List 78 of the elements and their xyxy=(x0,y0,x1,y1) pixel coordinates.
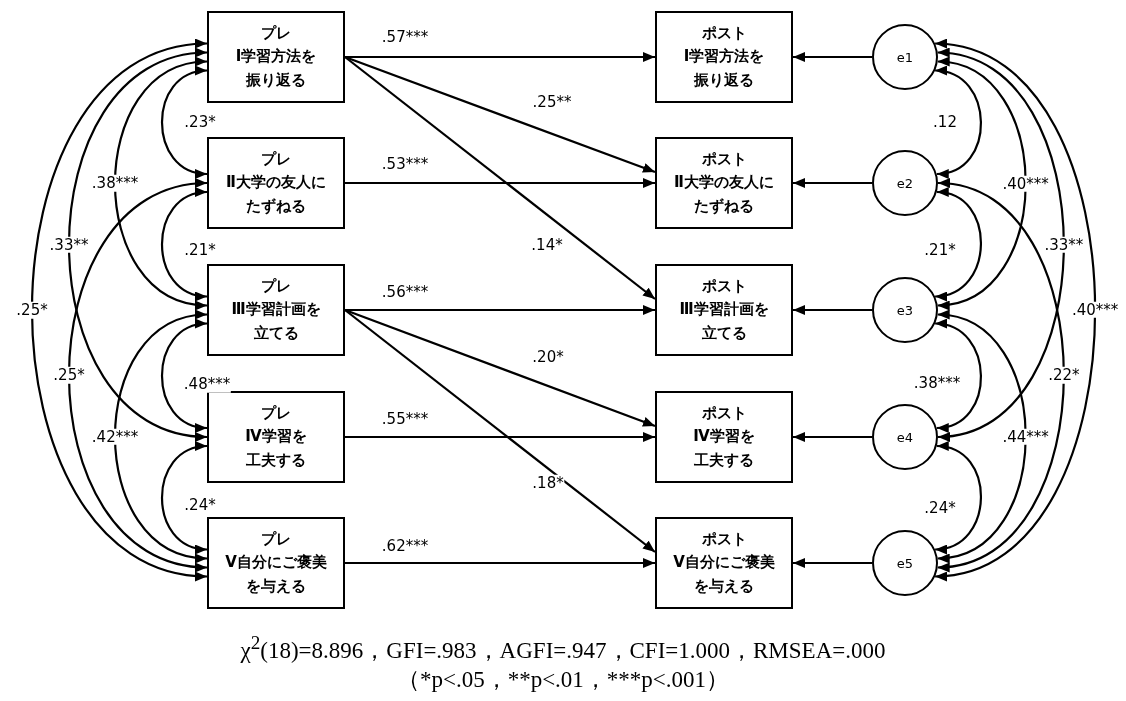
covariance-arrow xyxy=(114,58,208,309)
box-heading: ポスト xyxy=(701,403,747,425)
coefficient-label: .25* xyxy=(15,301,49,319)
box-heading: プレ xyxy=(261,529,291,551)
box-label: Ⅳ学習を工夫する xyxy=(692,426,756,471)
box-heading: プレ xyxy=(261,23,291,45)
path-arrow xyxy=(345,52,655,62)
variable-box xyxy=(655,11,793,103)
box-heading: ポスト xyxy=(701,529,747,551)
covariance-arrow xyxy=(31,40,208,580)
box-heading: ポスト xyxy=(701,149,747,171)
covariance-arrow xyxy=(934,442,982,553)
box-label: Ⅰ学習方法を振り返る xyxy=(682,46,766,91)
box-label: Ⅳ学習を工夫する xyxy=(244,426,308,471)
coefficient-label: .40*** xyxy=(1001,175,1050,192)
covariance-arrow xyxy=(934,41,1096,579)
variable-box xyxy=(655,517,793,609)
coefficient-label: .25* xyxy=(52,367,86,384)
box-label: Ⅱ大学の友人にたずねる xyxy=(225,172,327,217)
coefficient-label: .44*** xyxy=(1001,428,1050,445)
circle-label: e1 xyxy=(896,49,914,65)
covariance-arrow xyxy=(937,311,1027,562)
circle-label: e2 xyxy=(896,175,914,191)
coefficient-label: .22* xyxy=(1047,367,1081,384)
coefficient-label: .33** xyxy=(48,236,90,253)
variable-box xyxy=(207,137,345,229)
variable-box xyxy=(655,391,793,483)
covariance-arrow xyxy=(114,311,208,562)
covariance-arrow xyxy=(934,67,982,178)
covariance-arrow xyxy=(160,188,208,300)
coefficient-label: .48*** xyxy=(182,375,232,393)
variable-box xyxy=(655,264,793,356)
path-arrow xyxy=(344,309,656,553)
covariance-arrow xyxy=(160,442,208,553)
box-heading: ポスト xyxy=(701,276,747,298)
box-heading: プレ xyxy=(261,276,291,298)
variable-box xyxy=(655,137,793,229)
circle-label: e5 xyxy=(896,555,914,571)
covariance-arrow xyxy=(937,58,1027,309)
circle-label: e3 xyxy=(896,302,914,318)
covariance-arrow xyxy=(937,49,1065,440)
coefficient-label: .40*** xyxy=(1070,301,1120,319)
covariance-arrow xyxy=(934,188,982,300)
variable-box xyxy=(207,517,345,609)
coefficient-label: .38*** xyxy=(90,175,140,192)
circle-label: e4 xyxy=(896,429,914,445)
variable-box xyxy=(207,264,345,356)
covariance-arrow xyxy=(68,49,208,440)
box-label: Ⅴ自分にご褒美を与える xyxy=(224,552,328,597)
path-arrow xyxy=(793,432,872,442)
box-label: Ⅴ自分にご褒美を与える xyxy=(672,552,776,597)
covariance-arrow xyxy=(160,67,208,178)
covariance-arrow xyxy=(68,180,208,571)
path-arrow xyxy=(344,56,656,300)
path-arrow xyxy=(793,52,872,62)
path-arrow xyxy=(345,178,655,188)
path-arrow xyxy=(345,558,655,568)
variable-box xyxy=(207,11,345,103)
box-label: Ⅲ学習計画を立てる xyxy=(678,299,770,344)
path-arrow xyxy=(793,178,872,188)
covariance-arrow xyxy=(160,320,208,432)
significance-note: （*p<.05，**p<.01，***p<.001） xyxy=(395,666,731,694)
box-heading: ポスト xyxy=(701,23,747,45)
variable-box xyxy=(207,391,345,483)
coefficient-label: .33** xyxy=(1043,236,1085,253)
covariance-arrow xyxy=(937,180,1065,571)
box-heading: プレ xyxy=(261,149,291,171)
box-heading: プレ xyxy=(261,403,291,425)
coefficient-label: .42*** xyxy=(90,428,140,445)
fit-statistics: χ$^{2}$(18)=8.896，GFI=.983，AGFI=.947，CFI=1.000，RMSEA=.000 xyxy=(239,632,887,665)
path-arrow xyxy=(345,305,655,315)
path-arrow xyxy=(345,432,655,442)
box-label: Ⅰ学習方法を振り返る xyxy=(234,46,318,91)
box-label: Ⅲ学習計画を立てる xyxy=(230,299,322,344)
covariance-arrow xyxy=(934,320,982,432)
path-arrow xyxy=(793,305,872,315)
path-arrow xyxy=(793,558,872,568)
box-label: Ⅱ大学の友人にたずねる xyxy=(673,172,775,217)
